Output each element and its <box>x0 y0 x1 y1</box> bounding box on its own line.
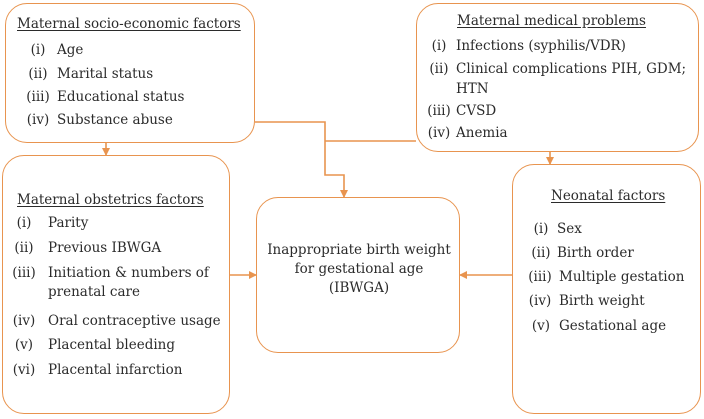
obstetric-item-4-text: Oral contraceptive usage <box>48 313 221 329</box>
neonatal-item-4-text: Birth weight <box>559 293 645 309</box>
medical-item-4-text: Anemia <box>456 125 508 141</box>
obstetric-item-2-num: (ii) <box>14 240 34 256</box>
socio-item-3-num: (iii) <box>26 89 50 105</box>
obstetric-factors-box: Maternal obstetrics factors (i) Parity (… <box>2 155 230 414</box>
obstetric-item-5-num: (v) <box>14 337 34 353</box>
neonatal-item-3-text: Multiple gestation <box>559 269 685 285</box>
medical-item-2-text: Clinical complications PIH, GDM; <box>456 61 687 77</box>
medical-problems-title: Maternal medical problems <box>457 13 646 29</box>
neonatal-item-5-num: (v) <box>531 318 551 334</box>
neonatal-factors-box: Neonatal factors (i) Sex (ii) Birth orde… <box>512 164 701 414</box>
socio-item-1-text: Age <box>57 42 84 58</box>
neonatal-item-4-num: (iv) <box>528 293 552 309</box>
outcome-label: Inappropriate birth weight for gestation… <box>257 241 461 298</box>
obstetric-item-1-text: Parity <box>48 215 89 231</box>
obstetric-item-6-num: (vi) <box>12 362 36 378</box>
obstetric-item-5-text: Placental bleeding <box>48 337 176 353</box>
neonatal-item-2-num: (ii) <box>531 245 551 261</box>
medical-item-4-num: (iv) <box>427 125 451 141</box>
neonatal-factors-title: Neonatal factors <box>551 188 666 204</box>
medical-problems-box: Maternal medical problems (i) Infections… <box>416 3 699 152</box>
obstetric-item-3-text-cont: prenatal care <box>48 284 140 300</box>
socio-item-4-num: (iv) <box>26 112 50 128</box>
obstetric-item-2-text: Previous IBWGA <box>48 240 162 256</box>
socio-economic-box: Maternal socio-economic factors (i) Age … <box>5 3 255 143</box>
neonatal-item-3-num: (iii) <box>528 269 552 285</box>
neonatal-item-5-text: Gestational age <box>559 318 667 334</box>
medical-item-2-num: (ii) <box>429 61 449 77</box>
neonatal-item-1-num: (i) <box>533 221 549 237</box>
outcome-line-1: Inappropriate birth weight <box>267 242 451 258</box>
socio-item-2-num: (ii) <box>28 66 48 82</box>
socio-economic-title: Maternal socio-economic factors <box>17 16 241 32</box>
outcome-line-3: (IBWGA) <box>328 280 390 296</box>
socio-item-3-text: Educational status <box>57 89 185 105</box>
socio-item-1-num: (i) <box>30 42 46 58</box>
socio-item-4-text: Substance abuse <box>57 112 173 128</box>
obstetric-item-4-num: (iv) <box>12 313 36 329</box>
socio-item-2-text: Marital status <box>57 66 154 82</box>
medical-item-3-num: (iii) <box>427 103 451 119</box>
obstetric-item-6-text: Placental infarction <box>48 362 183 378</box>
outcome-line-2: for gestational age <box>294 261 424 277</box>
medical-item-2-text-cont: HTN <box>456 81 489 97</box>
neonatal-item-2-text: Birth order <box>557 245 634 261</box>
medical-item-3-text: CVSD <box>456 103 497 119</box>
medical-item-1-text: Infections (syphilis/VDR) <box>456 38 626 54</box>
obstetric-factors-title: Maternal obstetrics factors <box>17 192 204 208</box>
obstetric-item-3-num: (iii) <box>12 265 36 281</box>
neonatal-item-1-text: Sex <box>557 221 582 237</box>
obstetric-item-3-text: Initiation & numbers of <box>48 265 209 281</box>
obstetric-item-1-num: (i) <box>16 215 32 231</box>
medical-item-1-num: (i) <box>431 38 447 54</box>
outcome-box: Inappropriate birth weight for gestation… <box>256 197 460 353</box>
arrow-socio-to-center <box>255 121 348 198</box>
